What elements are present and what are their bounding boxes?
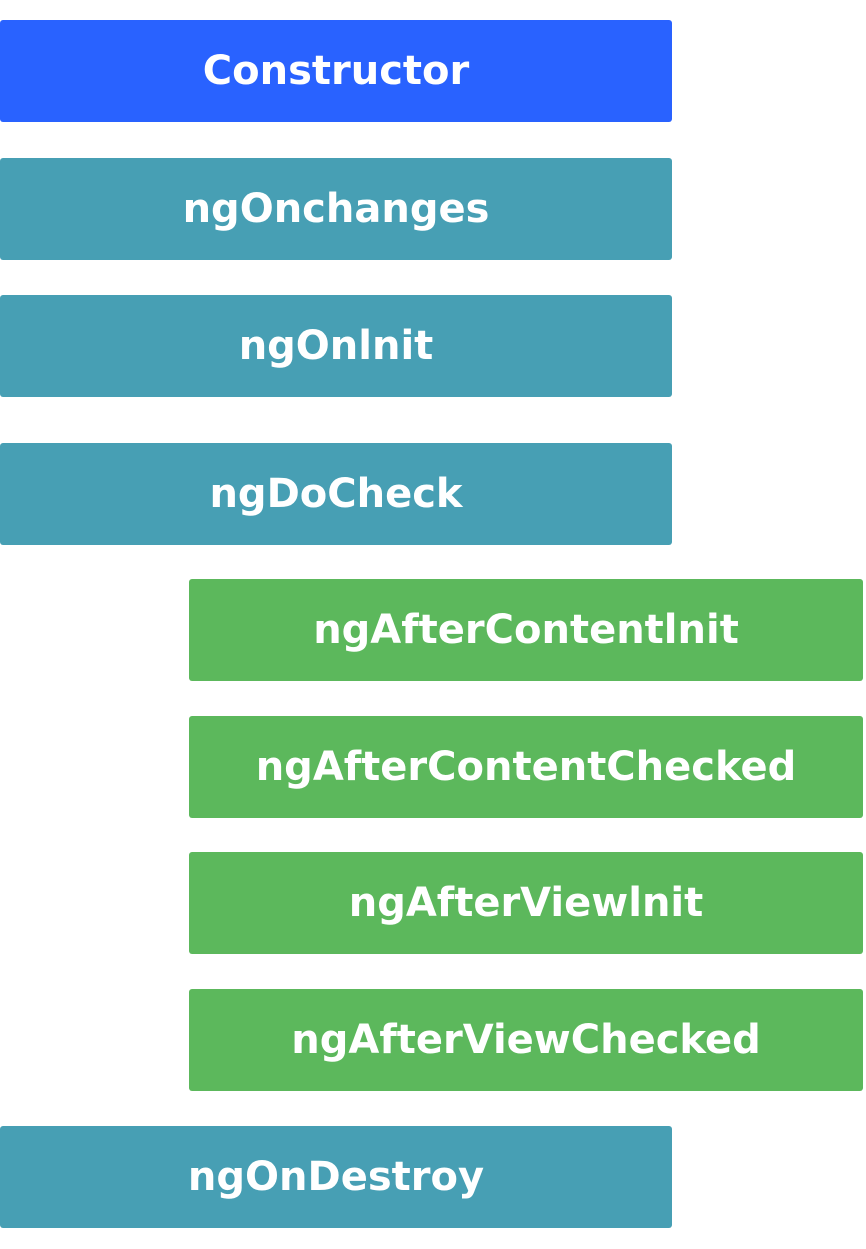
ngaftercontentchecked-step: ngAfterContentChecked [189, 716, 863, 818]
step-label: ngAfterContentlnit [313, 607, 739, 653]
ngafterviewinit-step: ngAfterViewlnit [189, 852, 863, 954]
step-label: ngAfterViewlnit [348, 880, 704, 926]
ngdocheck-step: ngDoCheck [0, 443, 672, 545]
ngonchanges-step: ngOnchanges [0, 158, 672, 260]
step-label: Constructor [202, 48, 470, 94]
step-label: ngOnchanges [182, 186, 490, 232]
ngafterviewchecked-step: ngAfterViewChecked [189, 989, 863, 1091]
step-label: ngOnDestroy [187, 1154, 485, 1200]
step-label: ngAfterContentChecked [255, 744, 797, 790]
ngaftercontentinit-step: ngAfterContentlnit [189, 579, 863, 681]
step-label: ngDoCheck [209, 471, 463, 517]
step-label: ngAfterViewChecked [291, 1017, 761, 1063]
ngondestroy-step: ngOnDestroy [0, 1126, 672, 1228]
constructor-step: Constructor [0, 20, 672, 122]
ngoninit-step: ngOnlnit [0, 295, 672, 397]
step-label: ngOnlnit [238, 323, 434, 369]
